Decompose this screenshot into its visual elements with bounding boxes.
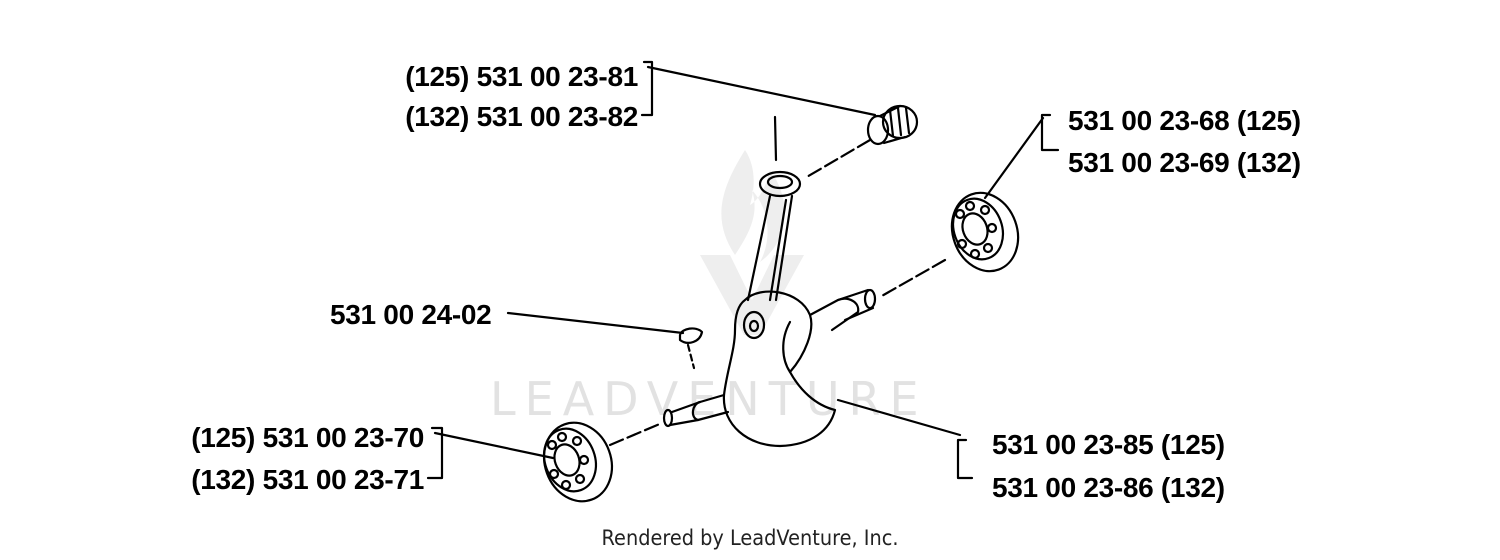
watermark-text: LEADVENTURE [490,372,928,426]
callout-woodruff-key: 531 00 24-02 [330,299,492,330]
bracket-crankshaft [956,438,974,480]
connecting-rod-part [746,115,802,302]
callout-piston-bearing-125: (125) 531 00 23-81 [405,61,638,92]
callout-left-bearing-125: (125) 531 00 23-70 [191,422,424,453]
needle-bearing-part [866,104,919,146]
bracket-left-bearing [426,426,444,480]
watermark-logo [700,150,804,335]
callout-right-bearing-132: 531 00 23-69 (132) [1068,147,1301,178]
callout-piston-bearing-132: (132) 531 00 23-82 [405,101,638,132]
right-main-bearing-part [950,191,1020,273]
woodruff-key-part [678,327,704,370]
bracket-piston-bearing [640,60,654,117]
leader-left-bearing [433,431,555,460]
callout-crankshaft-132: 531 00 23-86 (132) [992,472,1225,503]
left-main-bearing-part [542,421,613,503]
callout-crankshaft-125: 531 00 23-85 (125) [992,429,1225,460]
leader-crankshaft [836,398,962,437]
leader-piston-bearing [646,65,877,117]
crankshaft-part [662,288,877,448]
footer-credit: Rendered by LeadVenture, Inc. [601,526,899,550]
bracket-right-bearing [1040,113,1060,152]
callout-left-bearing-132: (132) 531 00 23-71 [191,464,424,495]
leader-right-bearing [983,116,1045,200]
leader-woodruff-key [506,311,685,335]
callout-right-bearing-125: 531 00 23-68 (125) [1068,105,1301,136]
